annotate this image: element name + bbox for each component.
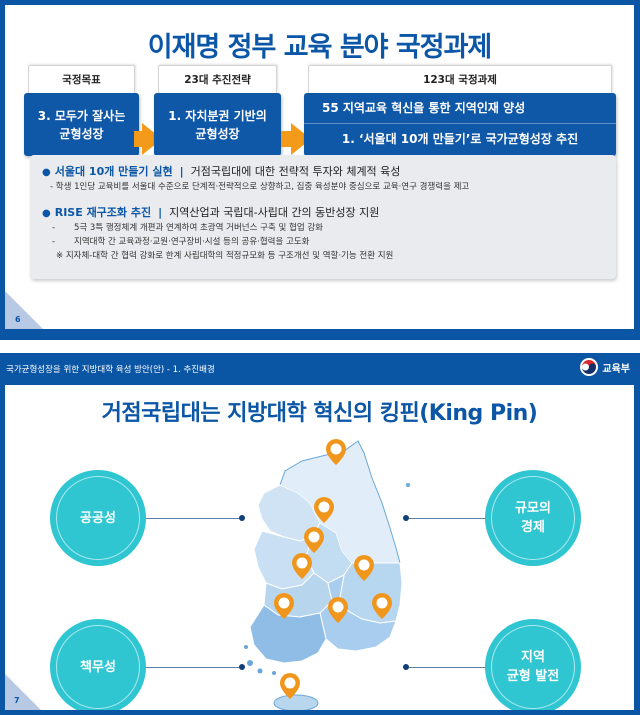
value-circle-publicness: 공공성 [50,470,146,566]
goal-line-1: 3. 모두가 잘사는 [37,109,126,123]
slide-7-breadcrumb: 국가균형성장을 위한 지방대학 육성 방안(안) - 1. 추진배경 [6,365,215,375]
detail-item-2-sub-2-text: 지역대학 간 교육과정·교원·연구장비·시설 등의 공유·협력을 고도화 [74,237,310,247]
dash-marker: - [52,237,56,247]
strategy-box: 1. 자치분권 기반의 균형성장 [154,93,281,156]
page-corner-decoration [5,291,43,329]
korea-map [240,433,420,710]
korea-map-icon [244,439,410,710]
connector-dot [239,664,245,670]
slide-7-content: 거점국립대는 지방대학 혁신의 킹핀(King Pin) 공공성 책무성 규모의… [5,385,634,710]
strategy-column: 23대 추진전략 1. 자치분권 기반의 균형성장 [154,65,281,156]
detail-box: ●서울대 10개 만들기 실현|거점국립대에 대한 전략적 투자와 체계적 육성… [30,155,616,279]
arrow-right-icon-stem [281,131,293,147]
circle-label: 공공성 [80,510,116,526]
detail-item-2-note: ※ 지자체-대학 간 협력 강화로 한계 사립대학의 적정규모화 등 구조개선 … [56,251,394,261]
connector-line [407,667,487,668]
map-pin-icon [274,439,392,699]
detail-item-2-title: RISE 재구조화 추진 [54,206,152,219]
circle-label-line-2: 균형 발전 [506,669,560,684]
page-number: 6 [15,315,21,324]
slide-7: 국가균형성장을 위한 지방대학 육성 방안(안) - 1. 추진배경 교육부 거… [0,353,640,715]
ministry-label: 교육부 [602,363,630,375]
detail-item-2-sub-2: - 지역대학 간 교육과정·교원·연구장비·시설 등의 공유·협력을 고도화 [42,235,616,249]
page-corner-decoration [5,674,41,710]
detail-item-2-sub-1-text: 5극 3특 행정체계 개편과 연계하여 초광역 거버넌스 구축 및 협업 강화 [74,223,323,233]
slide-6-title: 이재명 정부 교육 분야 국정과제 [147,32,493,63]
circle-label-line-1: 규모의 [515,501,551,516]
slide-6: 이재명 정부 교육 분야 국정과제 국정목표 3. 모두가 잘사는 균형성장 2… [0,0,640,340]
detail-item-1-heading: ●서울대 10개 만들기 실현 | 거점국립대에 대한 전략적 투자와 체계적 육성 [42,163,616,180]
separator: | [179,165,184,178]
dash-marker: - [52,223,56,233]
ministry-logo-group: 교육부 [580,358,630,376]
bullet-dot-icon: ● [42,167,51,178]
strategy-line-2: 균형성장 [195,127,240,141]
slide-7-title: 거점국립대는 지방대학 혁신의 킹핀(King Pin) [101,401,538,426]
detail-item-2-sub-1: - 5극 3특 행정체계 개편과 연계하여 초광역 거버넌스 구축 및 협업 강화 [42,221,616,235]
detail-item-1-title: 서울대 10개 만들기 실현 [54,165,173,178]
strategy-line-1: 1. 자치분권 기반의 [168,109,267,123]
detail-item-1-summary: 거점국립대에 대한 전략적 투자와 체계적 육성 [190,165,401,178]
circle-label-line-1: 지역 [521,650,545,665]
task-header: 123대 국정과제 [308,65,612,93]
connector-dot [239,515,245,521]
connector-dot [403,664,409,670]
detail-item-2-summary: 지역산업과 국립대-사립대 간의 동반성장 지원 [169,206,380,219]
taegeuk-logo-icon [580,358,599,376]
goal-box: 3. 모두가 잘사는 균형성장 [24,93,139,156]
detail-item-1-sub-1: - 학생 1인당 교육비를 서울대 수준으로 단계적·전략적으로 상향하고, 집… [50,182,470,192]
goal-column: 국정목표 3. 모두가 잘사는 균형성장 [24,65,139,156]
circle-label-line-2: 경제 [521,520,545,535]
detail-item-2-heading: ●RISE 재구조화 추진 | 지역산업과 국립대-사립대 간의 동반성장 지원 [42,204,616,221]
goal-header: 국정목표 [28,65,135,93]
task-line-2: 1. ‘서울대 10개 만들기’로 국가균형성장 추진 [341,132,579,146]
connector-line [146,518,242,519]
value-circle-accountability: 책무성 [50,619,146,710]
slide-6-content: 이재명 정부 교육 분야 국정과제 국정목표 3. 모두가 잘사는 균형성장 2… [5,5,634,329]
goal-line-2: 균형성장 [59,127,104,141]
bullet-dot-icon: ● [42,208,51,219]
connector-line [146,667,242,668]
circle-label: 책무성 [80,659,116,675]
task-box: 55 지역교육 혁신을 통한 지역인재 양성 1. ‘서울대 10개 만들기’로… [304,93,616,156]
strategy-header: 23대 추진전략 [158,65,277,93]
separator: | [158,206,163,219]
connector-line [407,518,487,519]
arrow-right-icon-stem [134,131,144,147]
connector-dot [403,515,409,521]
page-number: 7 [14,696,20,705]
task-column: 123대 국정과제 55 지역교육 혁신을 통한 지역인재 양성 1. ‘서울대… [304,65,616,156]
value-circle-regional-balance: 지역 균형 발전 [485,619,581,710]
task-line-1: 55 지역교육 혁신을 통한 지역인재 양성 [304,93,616,124]
value-circle-economies-of-scale: 규모의 경제 [485,470,581,566]
